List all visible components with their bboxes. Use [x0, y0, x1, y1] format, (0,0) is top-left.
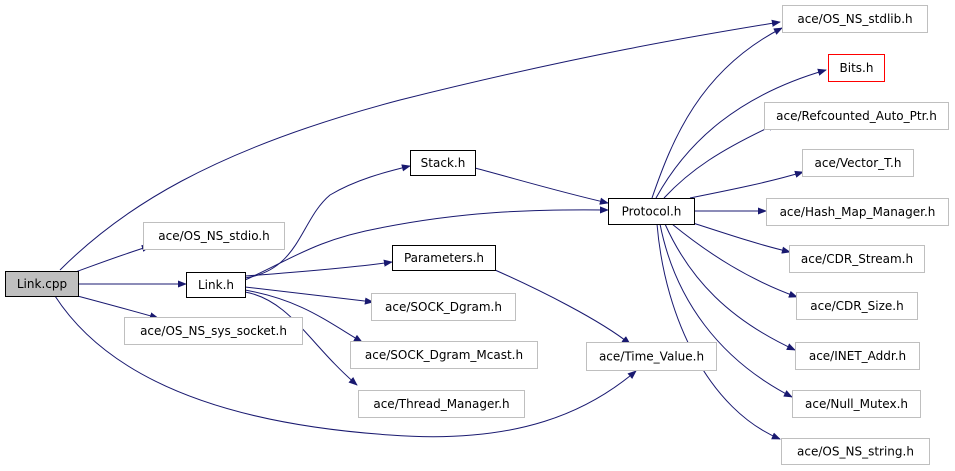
node-parameters-h[interactable]: Parameters.h [392, 245, 496, 271]
edge-protocol-h-to-os-ns-stdlib [651, 27, 783, 199]
edge-protocol-h-to-bits-h [655, 68, 827, 199]
edge-link-h-to-parameters-h [244, 259, 393, 277]
node-os-ns-stdio[interactable]: ace/OS_NS_stdio.h [143, 222, 285, 250]
node-label: ace/OS_NS_sys_socket.h [140, 324, 287, 338]
node-link-h[interactable]: Link.h [186, 272, 246, 298]
node-link-cpp[interactable]: Link.cpp [5, 271, 79, 297]
edge-parameters-h-to-time-value [494, 269, 631, 345]
node-label: ace/CDR_Stream.h [801, 252, 913, 266]
node-label: ace/OS_NS_stdio.h [158, 229, 270, 243]
node-thread-manager[interactable]: ace/Thread_Manager.h [358, 390, 525, 418]
node-label: ace/Null_Mutex.h [805, 397, 908, 411]
node-label: Parameters.h [404, 251, 484, 265]
edge-protocol-h-to-inet-addr [664, 223, 796, 351]
node-label: ace/Thread_Manager.h [373, 397, 509, 411]
edge-stack-h-to-protocol-h [474, 167, 609, 205]
edge-protocol-h-to-os-ns-string [656, 223, 781, 440]
node-label: Stack.h [421, 156, 466, 170]
node-label: ace/CDR_Size.h [810, 299, 903, 313]
node-label: ace/SOCK_Dgram_Mcast.h [365, 348, 523, 362]
edge-link-cpp-to-os-ns-sys-socket [69, 293, 159, 320]
node-hash-map-manager[interactable]: ace/Hash_Map_Manager.h [766, 198, 949, 226]
node-label: ace/OS_NS_stdlib.h [797, 12, 912, 26]
node-os-ns-string[interactable]: ace/OS_NS_string.h [781, 438, 930, 465]
edge-link-h-to-sock-dgram-mcast [244, 289, 363, 343]
node-stack-h[interactable]: Stack.h [410, 150, 476, 176]
node-label: ace/Hash_Map_Manager.h [780, 205, 936, 219]
node-time-value[interactable]: ace/Time_Value.h [586, 342, 717, 371]
edge-protocol-h-to-cdr-stream [689, 221, 791, 254]
node-label: ace/SOCK_Dgram.h [385, 300, 502, 314]
node-null-mutex[interactable]: ace/Null_Mutex.h [792, 390, 921, 418]
node-sock-dgram[interactable]: ace/SOCK_Dgram.h [371, 293, 516, 321]
node-os-ns-sys-socket[interactable]: ace/OS_NS_sys_socket.h [124, 317, 303, 345]
node-label: ace/OS_NS_string.h [797, 445, 914, 459]
node-label: Link.h [198, 278, 234, 292]
node-refcounted-auto-ptr[interactable]: ace/Refcounted_Auto_Ptr.h [764, 102, 949, 130]
edge-link-cpp-to-time-value [54, 295, 637, 438]
node-os-ns-stdlib[interactable]: ace/OS_NS_stdlib.h [782, 5, 928, 33]
node-label: ace/Refcounted_Auto_Ptr.h [776, 109, 937, 123]
node-protocol-h[interactable]: Protocol.h [608, 198, 695, 225]
edge-protocol-h-to-cdr-size [671, 223, 798, 298]
edge-link-h-to-protocol-h [244, 206, 609, 281]
edge-protocol-h-to-vector-t [689, 170, 804, 199]
node-label: ace/Time_Value.h [599, 350, 704, 364]
node-vector-t[interactable]: ace/Vector_T.h [802, 149, 914, 177]
header-nodes: Link.cpp ace/OS_NS_stdio.h Link.h ace/OS… [5, 5, 949, 465]
node-inet-addr[interactable]: ace/INET_Addr.h [795, 342, 920, 370]
edge-protocol-h-to-null-mutex [659, 223, 793, 398]
node-sock-dgram-mcast[interactable]: ace/SOCK_Dgram_Mcast.h [350, 341, 538, 369]
node-cdr-stream[interactable]: ace/CDR_Stream.h [789, 245, 925, 273]
edge-link-h-to-sock-dgram [244, 286, 374, 305]
node-label: ace/INET_Addr.h [809, 349, 906, 363]
node-label: ace/Vector_T.h [815, 156, 902, 170]
edge-protocol-h-to-refcounted-auto-ptr [663, 123, 777, 199]
node-label: Link.cpp [17, 277, 67, 291]
dependency-edges [54, 19, 827, 440]
edge-link-cpp-to-os-ns-stdio [69, 244, 151, 275]
node-cdr-size[interactable]: ace/CDR_Size.h [796, 292, 918, 320]
node-bits-h[interactable]: Bits.h [828, 54, 885, 82]
edge-link-cpp-to-os-ns-stdlib [59, 19, 781, 271]
node-label: Protocol.h [622, 205, 682, 219]
node-label: Bits.h [840, 61, 874, 75]
